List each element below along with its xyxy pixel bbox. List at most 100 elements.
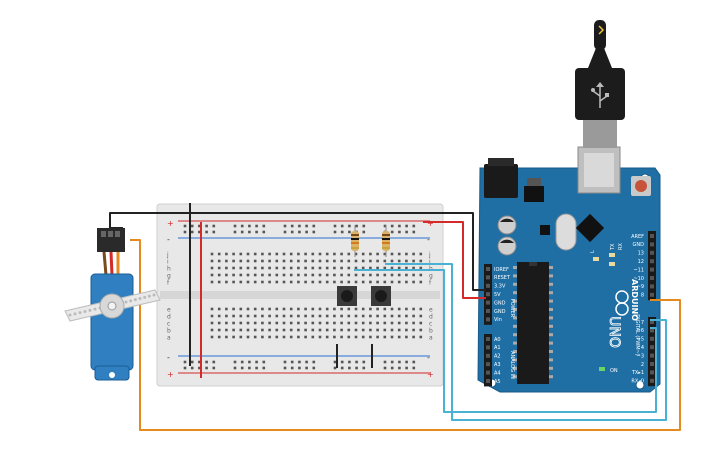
usb-plug-neck — [588, 48, 612, 68]
pushbutton-1[interactable] — [337, 286, 357, 306]
header-socket[interactable] — [486, 300, 490, 305]
header-socket[interactable] — [486, 353, 490, 358]
chip-pin — [513, 341, 517, 345]
row-letter: e — [167, 307, 171, 314]
rail-hole — [298, 224, 301, 228]
breadboard-hole — [419, 266, 423, 270]
plus-sign: + — [167, 370, 174, 379]
breadboard-hole — [412, 314, 415, 318]
breadboard-hole — [325, 314, 329, 318]
breadboard-hole — [275, 321, 279, 325]
rail-hole — [348, 360, 351, 364]
header-socket[interactable] — [486, 345, 490, 350]
rail-hole — [248, 224, 251, 228]
header-socket[interactable] — [486, 283, 490, 288]
header-socket[interactable] — [650, 234, 654, 238]
breadboard-hole — [304, 307, 307, 311]
pin-label: RESET — [494, 275, 511, 281]
breadboard-hole — [405, 280, 408, 284]
breadboard-hole — [318, 252, 322, 256]
breadboard-hole — [311, 321, 315, 325]
resistor-2[interactable] — [382, 225, 390, 257]
breadboard-hole — [376, 273, 379, 277]
horn-hole — [73, 312, 77, 316]
header-socket[interactable] — [486, 275, 490, 280]
header-socket[interactable] — [650, 370, 654, 375]
breadboard-hole — [297, 273, 300, 277]
breadboard-hole — [217, 266, 221, 270]
horn-hole — [152, 293, 156, 297]
chip-pin — [549, 358, 553, 362]
wires — [109, 212, 681, 431]
breadboard-hole — [232, 266, 235, 270]
breadboard-hole — [405, 314, 408, 318]
rail-hole — [212, 360, 216, 364]
breadboard-hole — [311, 273, 315, 277]
breadboard-hole — [282, 266, 286, 270]
header-socket[interactable] — [486, 309, 490, 313]
breadboard-holes — [183, 224, 423, 370]
breadboard-hole — [268, 321, 271, 325]
pushbutton-2[interactable] — [371, 286, 391, 306]
header-socket[interactable] — [650, 292, 654, 297]
rail-hole — [283, 366, 287, 370]
breadboard-hole — [246, 259, 250, 263]
header-socket[interactable] — [650, 284, 654, 289]
header-socket[interactable] — [650, 267, 654, 272]
header-socket[interactable] — [486, 267, 490, 271]
header-socket[interactable] — [650, 320, 654, 324]
header-socket[interactable] — [650, 328, 654, 333]
breadboard-hole — [239, 314, 243, 318]
rail-hole — [405, 366, 408, 370]
chip-pin — [549, 308, 553, 311]
header-socket[interactable] — [650, 336, 654, 341]
header-socket[interactable] — [650, 378, 654, 383]
breadboard-hole — [340, 266, 343, 270]
breadboard-hole — [261, 307, 264, 311]
header-socket[interactable] — [486, 379, 490, 383]
breadboard-hole — [333, 273, 336, 277]
header-socket[interactable] — [486, 362, 490, 367]
rail-hole — [262, 230, 266, 234]
breadboard-hole — [325, 266, 329, 270]
pin-label: AREF — [631, 234, 644, 240]
breadboard-hole — [354, 280, 358, 284]
breadboard-hole — [297, 280, 300, 284]
row-letter: j — [166, 252, 169, 259]
breadboard-hole — [383, 328, 387, 332]
header-socket[interactable] — [650, 250, 654, 255]
breadboard-hole — [419, 307, 423, 311]
breadboard-hole — [412, 266, 415, 270]
arduino-uno-board[interactable]: L TX RX ON ARDUINO UNO DIGITAL (PWM~) PO… — [477, 146, 661, 393]
header-socket[interactable] — [650, 276, 654, 280]
rail-hole — [205, 360, 208, 364]
breadboard-hole — [304, 321, 307, 325]
header-socket[interactable] — [486, 317, 490, 322]
header-socket[interactable] — [650, 345, 654, 350]
breadboard-hole — [232, 259, 235, 263]
servo-motor[interactable] — [64, 228, 161, 381]
reset-button-cap[interactable] — [635, 180, 647, 192]
led-l — [593, 257, 599, 261]
breadboard-hole — [282, 321, 286, 325]
breadboard-hole — [325, 273, 329, 277]
header-socket[interactable] — [486, 370, 490, 375]
horn-hole — [68, 313, 72, 317]
breadboard-hole — [405, 335, 408, 339]
header-socket[interactable] — [650, 353, 654, 358]
breadboard-hole — [354, 259, 358, 263]
header-socket[interactable] — [486, 292, 490, 297]
header-socket[interactable] — [650, 242, 654, 247]
breadboard-hole — [232, 252, 235, 256]
breadboard-hole — [210, 273, 214, 277]
header-socket[interactable] — [650, 259, 654, 264]
breadboard-hole — [261, 335, 264, 339]
header-socket[interactable] — [650, 362, 654, 366]
breadboard-hole — [246, 273, 250, 277]
header-socket[interactable] — [486, 337, 490, 341]
mounting-hole — [635, 380, 645, 390]
breadboard-hole — [282, 335, 286, 339]
resistor-1[interactable] — [351, 225, 359, 257]
tx-label: TX — [610, 243, 616, 251]
